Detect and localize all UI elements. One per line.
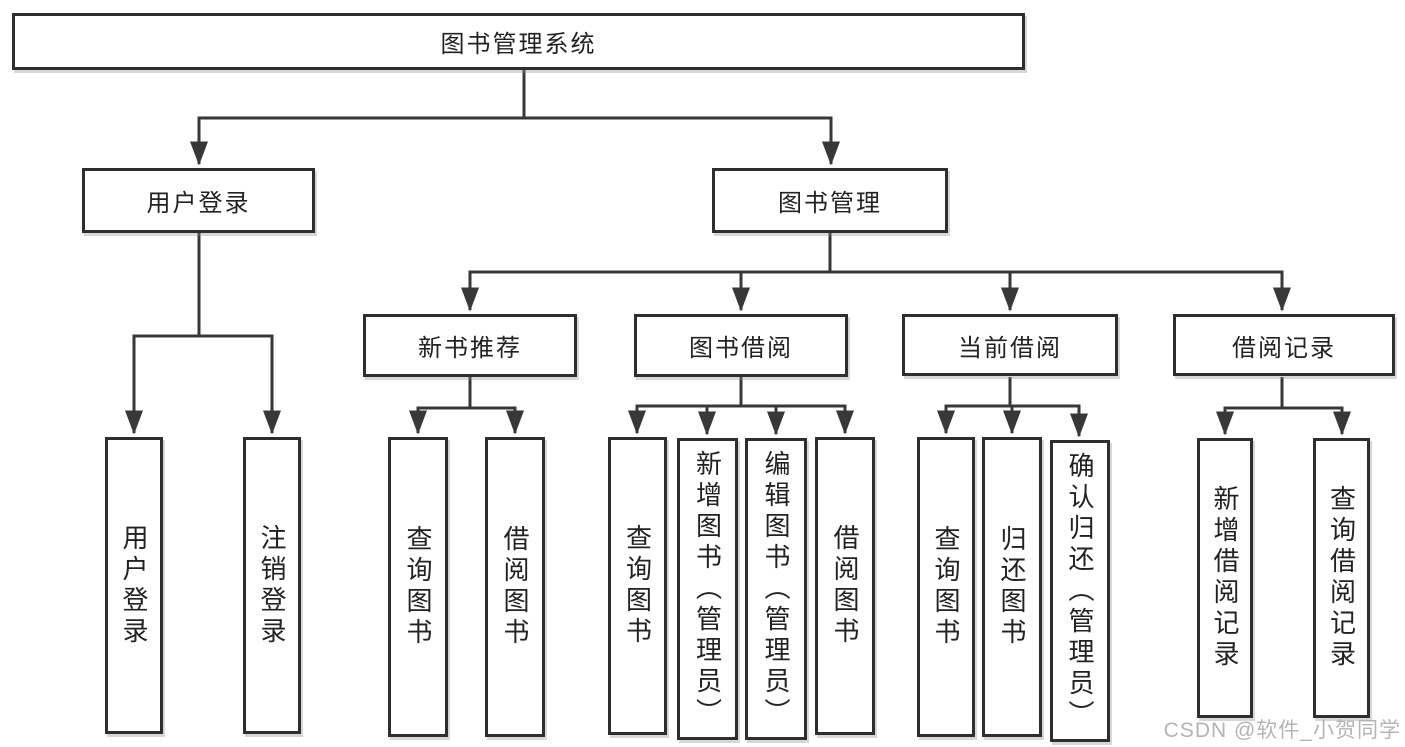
node-label: 图书管理系统 — [440, 31, 597, 58]
node-logout: 注销登录 — [243, 437, 301, 734]
node-rec-query-book: 查询图书 — [388, 437, 448, 737]
node-label: 查询图书 — [403, 525, 433, 649]
node-label: 新增借阅记录 — [1210, 485, 1240, 671]
node-label: 借阅记录 — [1232, 334, 1336, 362]
node-library-system: 图书管理系统 — [12, 13, 1025, 70]
node-label: 确认归还（管理员） — [1065, 451, 1095, 731]
node-label: 当前借阅 — [958, 334, 1062, 362]
node-label: 新增图书（管理员） — [692, 449, 723, 729]
node-book-borrow: 图书借阅 — [634, 314, 848, 377]
node-current-borrow: 当前借阅 — [902, 314, 1118, 376]
node-bb-borrow-book: 借阅图书 — [815, 437, 875, 735]
node-label: 借阅图书 — [830, 524, 860, 648]
node-cb-query-book: 查询图书 — [917, 437, 975, 737]
node-label: 查询图书 — [931, 525, 961, 649]
node-user-login: 用户登录 — [82, 168, 315, 233]
node-label: 新书推荐 — [418, 335, 522, 362]
node-borrow-records: 借阅记录 — [1173, 314, 1395, 376]
node-label: 图书管理 — [778, 190, 882, 217]
node-label: 查询图书 — [622, 524, 653, 648]
node-label: 查询借阅记录 — [1326, 485, 1357, 671]
node-label: 借阅图书 — [500, 525, 530, 649]
node-bb-add-book-admin: 新增图书（管理员） — [677, 438, 738, 740]
node-rec-borrow-book: 借阅图书 — [485, 437, 545, 737]
node-login: 用户登录 — [105, 437, 163, 734]
node-bb-edit-book-admin: 编辑图书（管理员） — [745, 438, 807, 740]
csdn-watermark: CSDN @软件_小贺同学 — [1163, 719, 1401, 742]
node-book-management: 图书管理 — [712, 168, 948, 233]
node-cb-confirm-return-admin: 确认归还（管理员） — [1050, 440, 1110, 742]
node-label: 用户登录 — [119, 523, 149, 648]
node-br-query-record: 查询借阅记录 — [1313, 438, 1370, 718]
node-label: 用户登录 — [146, 190, 251, 217]
node-new-book-recommend: 新书推荐 — [363, 314, 577, 377]
node-bb-query-book: 查询图书 — [608, 437, 667, 735]
node-label: 图书借阅 — [689, 335, 793, 362]
node-br-add-record: 新增借阅记录 — [1197, 438, 1253, 718]
node-label: 归还图书 — [997, 525, 1027, 649]
node-label: 编辑图书（管理员） — [761, 449, 791, 729]
node-label: 注销登录 — [257, 523, 287, 648]
node-cb-return-book: 归还图书 — [982, 437, 1042, 737]
